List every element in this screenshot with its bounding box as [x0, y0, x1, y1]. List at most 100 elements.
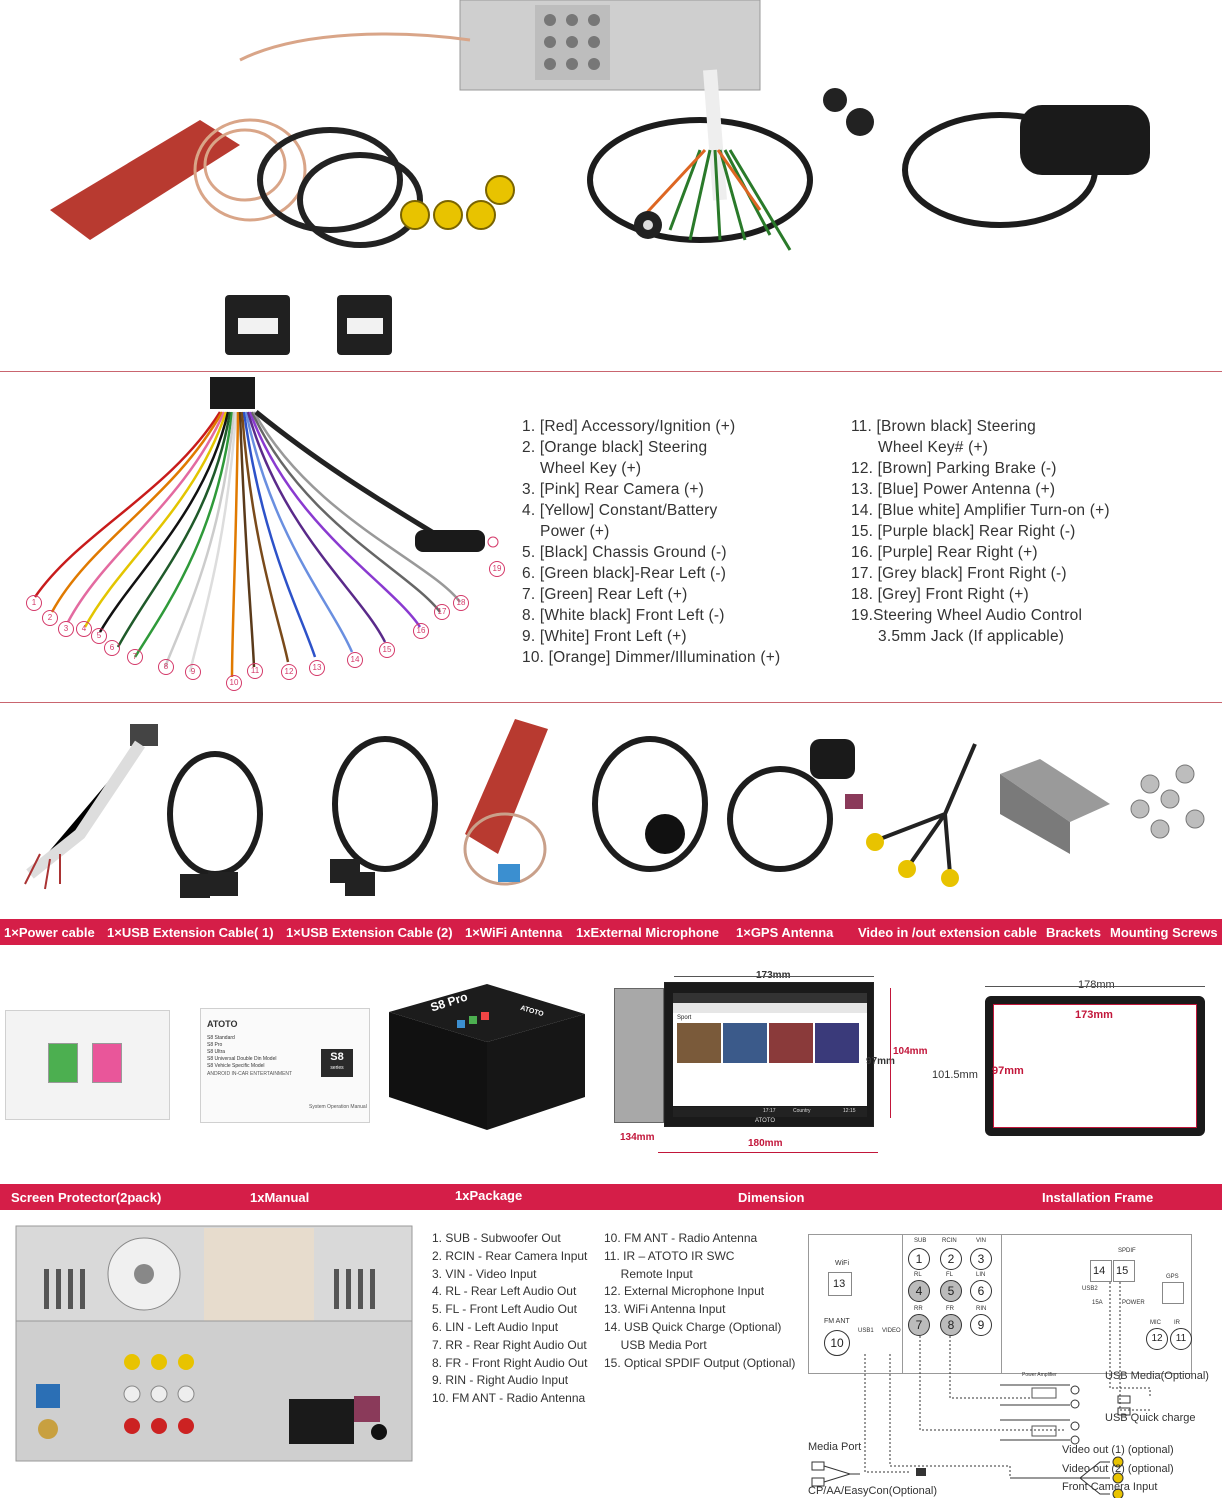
wiring-list-item: 14. [Blue white] Amplifier Turn-on (+) [851, 502, 1110, 519]
browser-tabbar [673, 993, 867, 1003]
diagram-vin-label: VIN [976, 1238, 987, 1244]
ports-list-item: 5. FL - Front Left Audio Out [432, 1302, 577, 1317]
diagram-15a-label: 15A [1092, 1300, 1103, 1306]
manual-footer: System Operation Manual [309, 1104, 367, 1110]
diagram-rcin-label: RCIN [942, 1238, 957, 1244]
diagram-wifi-label: WiFi [835, 1260, 849, 1267]
dimension-panel: 173mm Sport 17:17 Country 12:15 ATOTO [608, 966, 927, 1166]
diagram-media-port-label: Media Port [808, 1441, 862, 1453]
wiring-list-item: 10. [Orange] Dimmer/Illumination (+) [522, 649, 781, 666]
harness-diagram [33, 377, 499, 678]
harness-pin-number: 8 [158, 659, 174, 675]
divider-2 [0, 702, 1222, 703]
wiring-list-item: 2. [Orange black] Steering [522, 439, 708, 456]
port-11: 11 [1170, 1328, 1192, 1350]
package-box-image [389, 984, 585, 1130]
screen-tab-label: Sport [677, 1015, 692, 1021]
dim-depth: 134mm [620, 1132, 655, 1143]
ports-list-item: 2. RCIN - Rear Camera Input [432, 1248, 588, 1263]
diagram-power-label: POWER [1122, 1300, 1145, 1306]
wiring-list-item: 7. [Green] Rear Left (+) [522, 586, 688, 603]
port-6: 6 [970, 1280, 992, 1302]
diagram-usb1-label: USB1 [858, 1328, 874, 1334]
manual-brand: ATOTO [207, 1019, 238, 1029]
label-package: 1xPackage [455, 1188, 523, 1203]
connection-diagram: WiFi 13 FM ANT 10 USB1 VIDEO SUB RCIN VI… [800, 1230, 1209, 1498]
harness-pin-number: 7 [127, 649, 143, 665]
ports-list-item: 12. External Microphone Input [604, 1284, 765, 1299]
manual-model-line: S8 Ultra [207, 1049, 226, 1055]
harness-pin-number: 13 [309, 660, 325, 676]
cleaning-wipe-green-icon [48, 1043, 78, 1083]
harness-pin-number: 10 [226, 675, 242, 691]
port-3: 3 [970, 1248, 992, 1270]
harness-pin-number: 6 [104, 640, 120, 656]
ports-list-item: 15. Optical SPDIF Output (Optional) [604, 1355, 796, 1370]
dim-line-right [890, 988, 891, 1118]
cables-photo [50, 0, 1150, 355]
wiring-list-left: 1. [Red] Accessory/Ignition (+)2. [Orang… [522, 416, 780, 668]
dim-line-top [674, 976, 874, 977]
screen-brand: ATOTO [755, 1118, 776, 1124]
wiring-list-item: 4. [Yellow] Constant/Battery [522, 502, 718, 519]
news-thumb-1 [677, 1023, 721, 1063]
ports-list-item: 11. IR – ATOTO IR SWC [604, 1248, 735, 1263]
port-8: 8 [940, 1314, 962, 1336]
diagram-usb-quick-label: USB Quick charge [1105, 1412, 1196, 1424]
gps-port [1162, 1282, 1184, 1304]
frame-outer-height: 101.5mm [932, 1069, 978, 1081]
cleaning-wipe-pink-icon [92, 1043, 122, 1083]
port-12: 12 [1146, 1328, 1168, 1350]
news-thumb-2 [723, 1023, 767, 1063]
installation-frame-panel: 178mm 173mm 101.5mm 97mm [930, 972, 1220, 1167]
diagram-rin-label: RIN [976, 1306, 987, 1312]
port-4: 4 [908, 1280, 930, 1302]
wiring-list-item: 6. [Green black]-Rear Left (-) [522, 565, 727, 582]
harness-pin-number: 9 [185, 664, 201, 680]
port-14-number: 14 [1093, 1265, 1106, 1277]
rear-panel-photo [15, 1225, 413, 1462]
label-gps-antenna: 1×GPS Antenna [736, 925, 834, 940]
manual-badge: S8 series [321, 1049, 353, 1077]
diagram-video-label: VIDEO [882, 1328, 901, 1334]
ports-list-item: 8. FR - Front Right Audio Out [432, 1355, 588, 1370]
label-screen-protector: Screen Protector(2pack) [11, 1190, 162, 1205]
harness-pin-number: 16 [413, 623, 429, 639]
diagram-front-cam-label: Front Camera Input [1062, 1481, 1158, 1493]
ports-list-item: 10. FM ANT - Radio Antenna [432, 1391, 586, 1406]
wiring-list-item: 17. [Grey black] Front Right (-) [851, 565, 1067, 582]
wiring-list-item: 9. [White] Front Left (+) [522, 628, 687, 645]
wiring-list-right: 11. [Brown black] Steering Wheel Key# (+… [851, 416, 1110, 647]
harness-pin-number: 1 [26, 595, 42, 611]
label-power-cable: 1×Power cable [4, 925, 95, 940]
harness-pin-number: 11 [247, 663, 263, 679]
harness-pin-number: 3 [58, 621, 74, 637]
label-dimension: Dimension [738, 1190, 805, 1205]
diagram-wiring-lines [811, 1282, 1151, 1498]
accessories-photo [24, 719, 1205, 898]
diagram-mid-block [902, 1234, 1002, 1374]
ports-list-left: 1. SUB - Subwoofer Out 2. RCIN - Rear Cam… [432, 1230, 587, 1408]
dim-width-top: 173mm [756, 970, 790, 981]
screen-country: Country [793, 1108, 811, 1114]
diagram-video-out-2-label: Video out (2) (optional) [1062, 1463, 1174, 1475]
head-unit-screen: Sport [673, 993, 867, 1106]
port-2: 2 [940, 1248, 962, 1270]
port-13: 13 [828, 1272, 852, 1296]
wiring-list-item: 16. [Purple] Rear Right (+) [851, 544, 1038, 561]
head-unit-screen-frame: Sport 17:17 Country 12:15 ATOTO [664, 982, 874, 1127]
harness-pin-number: 4 [76, 621, 92, 637]
label-usb-extension-1: 1×USB Extension Cable( 1) [107, 925, 274, 940]
diagram-spdif-label: SPDIF [1118, 1248, 1136, 1254]
ports-list-item: 7. RR - Rear Right Audio Out [432, 1337, 587, 1352]
head-unit-chassis [614, 988, 664, 1123]
port-10: 10 [824, 1330, 850, 1356]
news-thumb-3 [769, 1023, 813, 1063]
ports-list-item: 1. SUB - Subwoofer Out [432, 1231, 561, 1245]
accessories-section [0, 704, 1222, 918]
wiring-list-item: 12. [Brown] Parking Brake (-) [851, 460, 1057, 477]
